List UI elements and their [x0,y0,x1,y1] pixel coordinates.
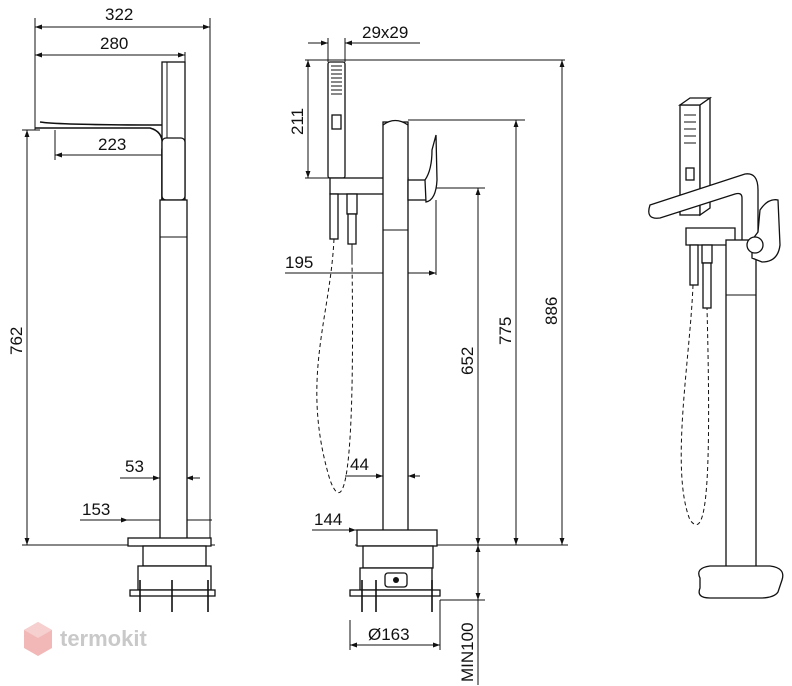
dim-886: 886 [542,297,561,325]
dim-29x29: 29x29 [362,23,408,42]
dim-775: 775 [496,317,515,345]
dim-min100: MIN100 [458,622,477,682]
termokit-watermark: termokit [24,622,147,656]
dim-153: 153 [82,500,110,519]
front-elevation-view: 29x29 211 195 652 775 886 44 144 Ø163 MI… [285,23,568,685]
perspective-view [648,96,784,599]
dim-652: 652 [458,347,477,375]
dim-163: Ø163 [368,625,410,644]
watermark-brand: termokit [60,626,147,651]
dim-223: 223 [98,135,126,154]
dim-322: 322 [105,5,133,24]
dim-195: 195 [285,253,313,272]
dim-211: 211 [288,108,307,135]
dim-144: 144 [314,510,342,529]
dim-762: 762 [7,327,26,355]
dim-53: 53 [125,457,144,476]
side-elevation-view: 322 280 223 762 53 153 [7,5,216,612]
dim-44: 44 [350,455,369,474]
dim-280: 280 [100,34,128,53]
